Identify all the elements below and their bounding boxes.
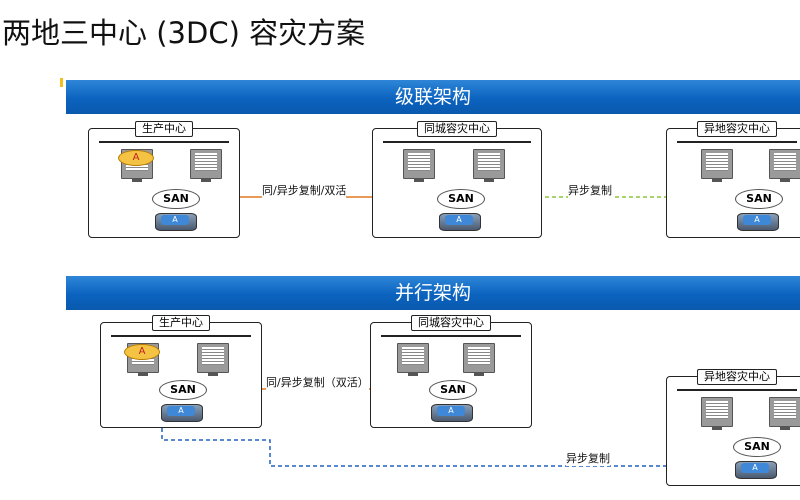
san-icon: SAN: [735, 189, 783, 209]
server-icon: A: [118, 149, 154, 182]
production-center-box: 生产中心 A SAN A: [100, 315, 262, 428]
server-icon: [769, 149, 800, 182]
server-icon: [473, 149, 505, 182]
link-label: 异步复制: [568, 182, 612, 198]
server-icon: [701, 149, 733, 182]
server-icon: [701, 397, 733, 430]
marker: [60, 78, 63, 87]
parallel-async-line: [161, 414, 732, 467]
san-icon: SAN: [733, 437, 781, 457]
center-label: 同城容灾中心: [417, 121, 497, 137]
server-icon: A: [124, 343, 160, 376]
server-icon: [463, 343, 495, 376]
san-icon: SAN: [152, 189, 200, 209]
link-label: 异步复制: [566, 450, 610, 466]
remote-center-box: 异地容灾中心 SAN A: [666, 121, 800, 238]
center-label: 生产中心: [135, 121, 193, 137]
server-icon: [769, 397, 800, 430]
san-icon: SAN: [437, 189, 485, 209]
link-label: 同/异步复制（双活）: [266, 374, 369, 390]
same-city-center-box: 同城容灾中心 SAN A: [372, 121, 542, 238]
storage-icon: A: [155, 209, 197, 231]
storage-icon: A: [431, 400, 473, 422]
storage-icon: A: [735, 457, 777, 479]
server-icon: [403, 149, 435, 182]
server-icon: [197, 343, 229, 376]
app-a-icon: A: [118, 150, 154, 166]
server-icon: [397, 343, 429, 376]
storage-icon: A: [737, 209, 779, 231]
server-icon: [190, 149, 222, 182]
storage-icon: A: [439, 209, 481, 231]
center-label: 同城容灾中心: [411, 315, 491, 331]
section-header-parallel: 并行架构: [66, 276, 800, 310]
production-center-box: 生产中心 A SAN A: [88, 121, 240, 238]
same-city-center-box: 同城容灾中心 SAN A: [370, 315, 532, 428]
page-title: 两地三中心 (3DC) 容灾方案: [2, 16, 366, 50]
san-icon: SAN: [429, 380, 477, 400]
san-icon: SAN: [159, 380, 207, 400]
storage-icon: A: [161, 400, 203, 422]
link-label: 同/异步复制/双活: [262, 182, 347, 198]
center-label: 异地容灾中心: [697, 121, 777, 137]
app-a-icon: A: [124, 344, 160, 360]
center-label: 异地容灾中心: [697, 369, 777, 385]
center-label: 生产中心: [152, 315, 210, 331]
section-header-cascade: 级联架构: [66, 80, 800, 114]
remote-center-box: 异地容灾中心 SAN A: [666, 369, 800, 486]
